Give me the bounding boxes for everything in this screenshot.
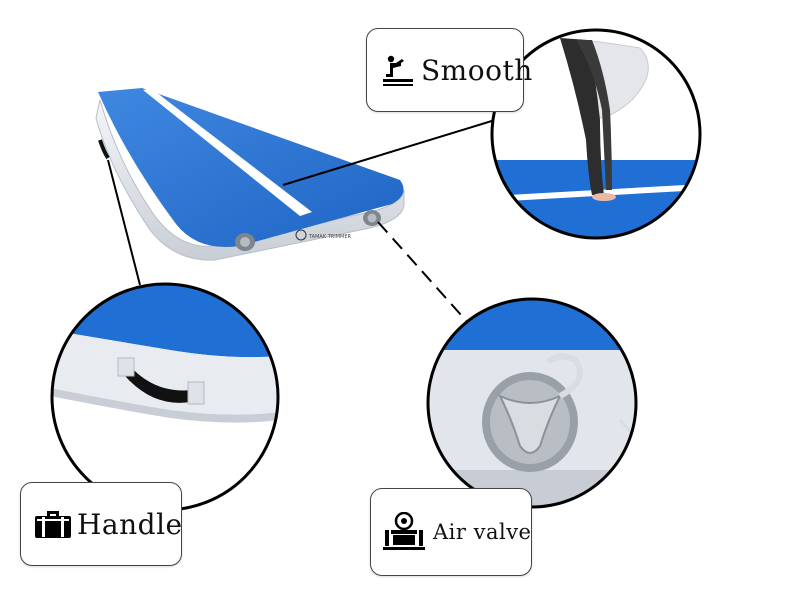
air-valve-label-box: Air valve: [370, 488, 532, 576]
mat-left-handle: [98, 139, 110, 160]
mat-valve-2: [363, 210, 381, 226]
mat-stripe: [143, 89, 312, 216]
handle-label: Handle: [77, 507, 183, 541]
handle-label-box: Handle: [20, 482, 182, 566]
mat-side-wall: [95, 99, 405, 261]
air-valve-detail-circle: [426, 297, 638, 509]
handle-detail-circle: [50, 282, 280, 512]
mat-logo: TAMAK TRIMMER: [295, 229, 351, 241]
briefcase-handle-icon: [33, 507, 73, 541]
smooth-connector-line: [282, 119, 496, 186]
valve-connector-line: [377, 221, 471, 326]
air-valve-label: Air valve: [433, 520, 532, 544]
callout-connectors: [107, 119, 496, 326]
smooth-label-box: Smooth: [366, 28, 532, 112]
smooth-detail-circle: [490, 28, 702, 240]
air-pump-icon: [381, 512, 427, 552]
mat-logo-text: TAMAK TRIMMER: [308, 234, 351, 240]
air-track-mat: TAMAK TRIMMER: [95, 88, 405, 261]
handle-connector-line: [107, 159, 141, 286]
mat-valve-1: [235, 233, 255, 251]
smooth-label: Smooth: [421, 53, 533, 87]
smooth-surface-icon: [381, 53, 415, 87]
